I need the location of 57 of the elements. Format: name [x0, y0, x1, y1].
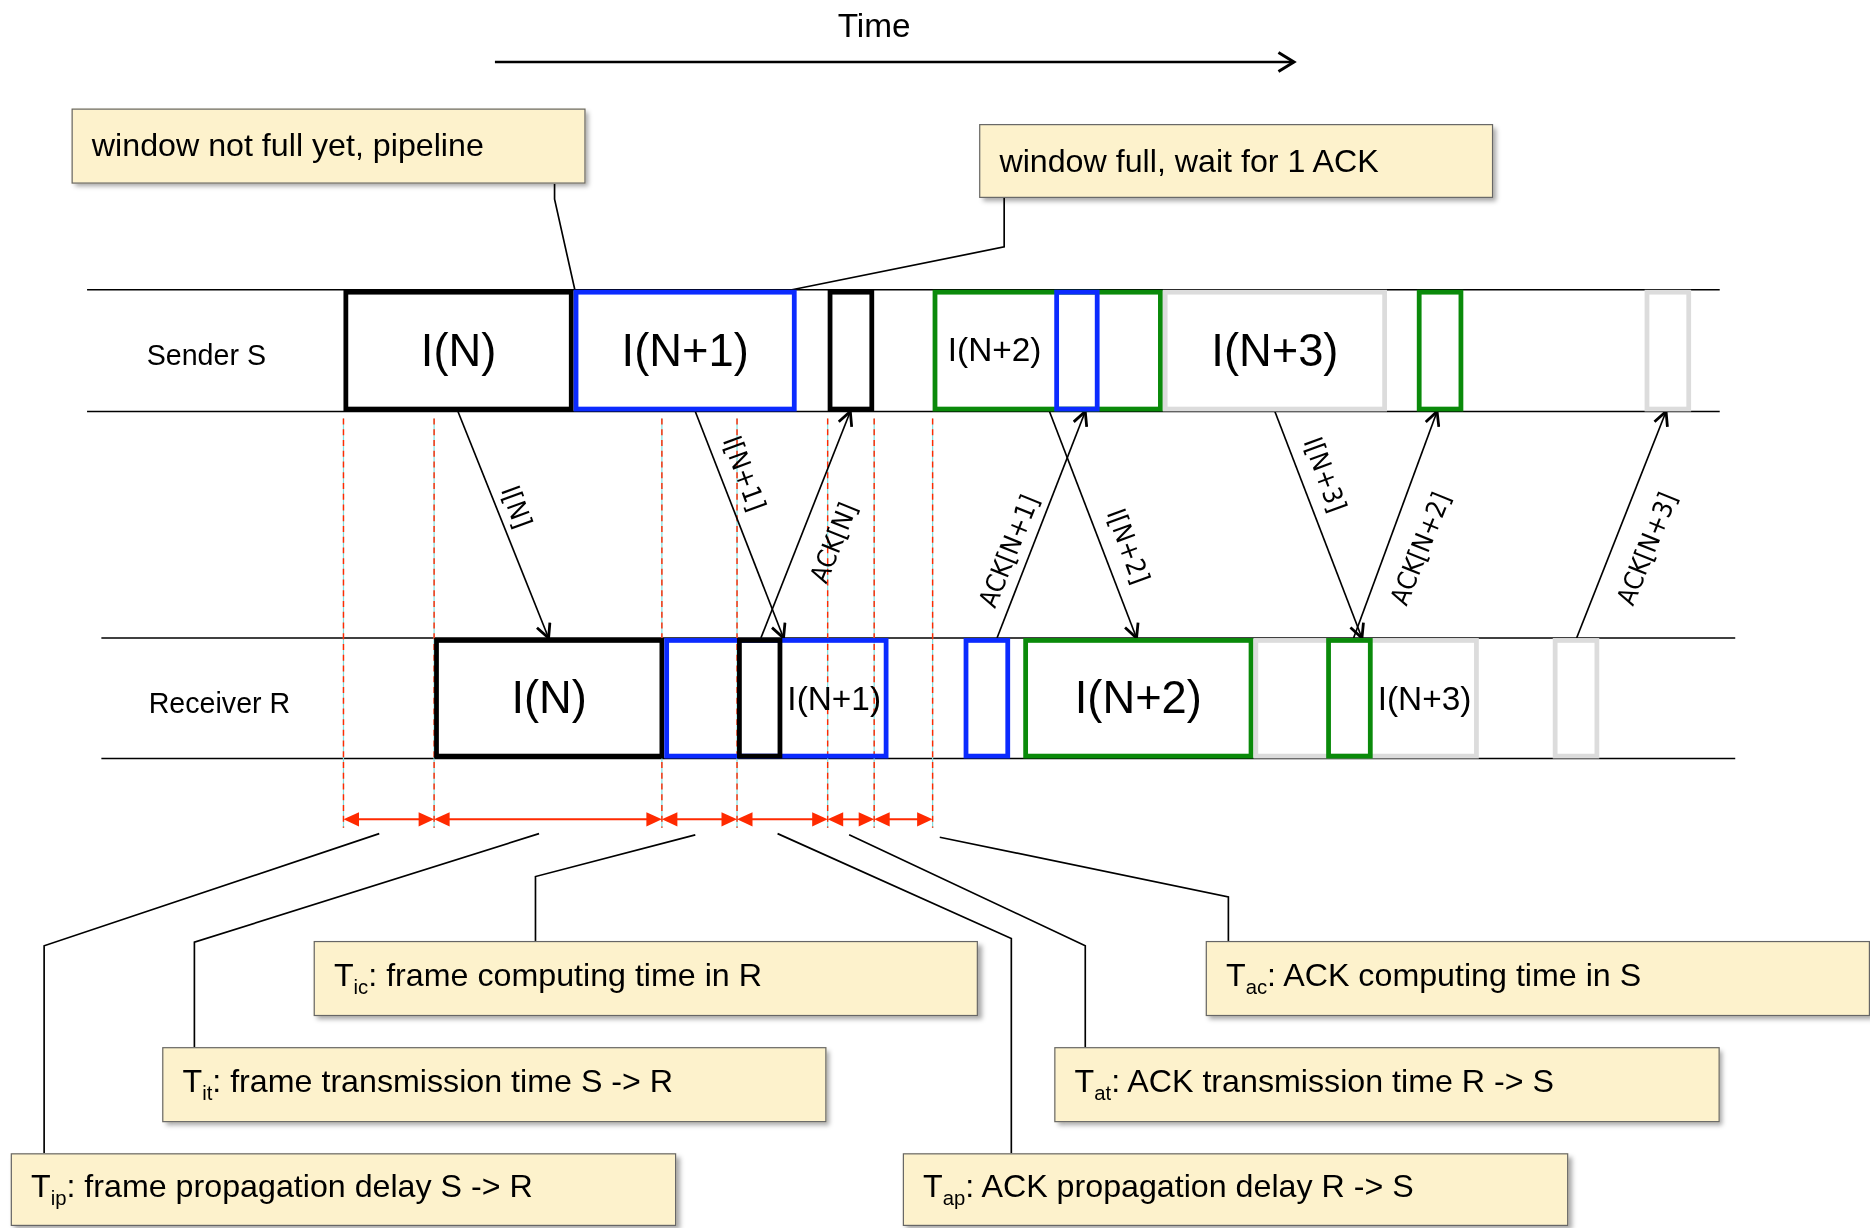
callout-box: [10, 1153, 677, 1226]
frame-box: [827, 289, 875, 412]
leader-line: [553, 182, 576, 291]
arrow: [1575, 410, 1669, 639]
leader-line: [43, 832, 381, 1155]
callout-box: [1054, 1047, 1720, 1123]
leader-line: [534, 834, 697, 942]
callout-text: T$_{it}$: frame transmission time S -> R: [182, 1063, 674, 1106]
lane-label: Sender S: [146, 338, 266, 373]
frame-box: [434, 638, 665, 759]
arrow: [694, 410, 787, 640]
frame-label: I(N+3): [1376, 679, 1473, 718]
frame-label: I(N+1): [786, 679, 883, 718]
lane-label: Receiver R: [148, 686, 291, 721]
callout-text: window not full yet, pipeline: [91, 127, 484, 165]
callout-text: T$_{ap}$: ACK propagation delay R -> S: [923, 1168, 1414, 1211]
leader-line: [938, 836, 1230, 942]
frame-label: I(N): [511, 672, 587, 724]
callout-text: T$_{ic}$: frame computing time in R: [333, 957, 762, 1000]
frame-box: [343, 289, 574, 412]
frame-box: [1253, 638, 1479, 759]
callout-text: T$_{at}$: ACK transmission time R -> S: [1074, 1063, 1554, 1106]
arrow: [1352, 410, 1441, 639]
frame-label: I(N+2): [946, 331, 1043, 370]
frame-label: I(N+2): [1074, 672, 1202, 724]
callout-text: T$_{ac}$: ACK computing time in S: [1226, 957, 1642, 1000]
callout-box: [902, 1153, 1569, 1226]
frame-box: [1644, 289, 1692, 412]
callout-box: [979, 124, 1494, 198]
time-label: Time: [837, 7, 911, 46]
frame-box: [573, 289, 797, 412]
callout-box: [1205, 940, 1870, 1017]
frame-box: [1416, 289, 1464, 412]
edge-label: I[N]: [495, 481, 538, 533]
leader-line: [791, 197, 1005, 291]
frame-box: [1162, 289, 1387, 412]
callout-box: [71, 108, 586, 184]
callout-text: window full, wait for 1 ACK: [999, 142, 1379, 180]
frame-box: [1023, 638, 1254, 759]
frame-box: [932, 289, 1163, 412]
arrow: [996, 410, 1089, 639]
arrow: [1048, 410, 1140, 640]
frame-label: I(N+1): [621, 325, 749, 377]
frame-label: I(N+3): [1211, 325, 1339, 377]
callout-box: [162, 1047, 827, 1123]
callout-text: T$_{ip}$: frame propagation delay S -> R: [31, 1168, 533, 1211]
leader-line: [848, 834, 1087, 1048]
frame-box: [963, 638, 1011, 759]
leader-line: [193, 832, 540, 1048]
leader-line: [776, 832, 1013, 1155]
arrow: [457, 410, 552, 640]
frame-box: [1552, 638, 1600, 759]
frame-box: [664, 638, 889, 759]
arrow: [1274, 410, 1365, 640]
callout-box: [313, 940, 978, 1017]
arrow: [760, 410, 854, 639]
frame-label: I(N): [420, 325, 497, 377]
